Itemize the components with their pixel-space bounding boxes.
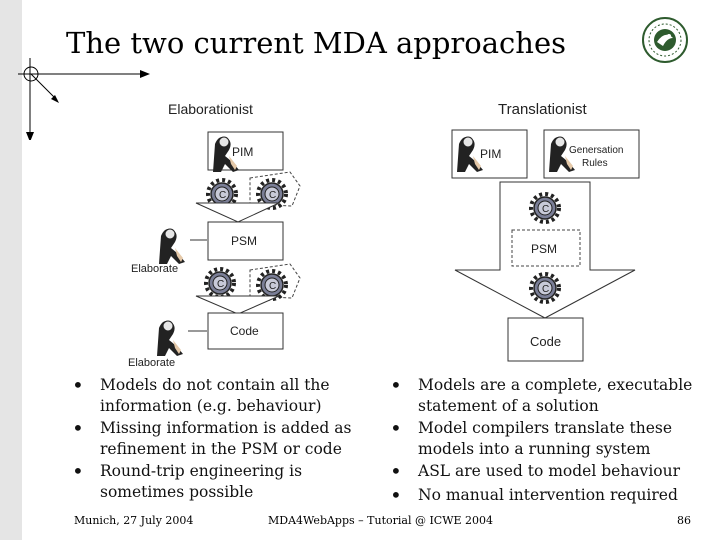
elab-bullet-item: • Missing information is added as refine… bbox=[72, 416, 352, 458]
elaborate-label: Elaborate bbox=[128, 357, 175, 369]
generation-rules-label: Genersation bbox=[569, 145, 623, 156]
trans-code-box bbox=[507, 317, 584, 362]
footer-date: Munich, 27 July 2004 bbox=[74, 514, 194, 527]
bullet-icon: • bbox=[72, 416, 84, 440]
elab-code-box bbox=[207, 312, 284, 350]
trans-bullet-item: • ASL are used to model behaviour bbox=[390, 459, 680, 483]
elab-pim-label: PIM bbox=[232, 145, 253, 159]
gear-icon bbox=[204, 267, 236, 299]
generation-rules-label: Rules bbox=[582, 158, 608, 169]
bullet-icon: • bbox=[390, 416, 402, 440]
transform-arrow bbox=[195, 202, 280, 223]
trans-pim-label: PIM bbox=[480, 147, 501, 161]
elab-code-label: Code bbox=[230, 324, 259, 338]
trans-psm-label: PSM bbox=[531, 242, 557, 256]
human-figure-icon bbox=[158, 228, 186, 265]
trans-code-label: Code bbox=[530, 334, 561, 349]
transform-arrow bbox=[195, 295, 280, 315]
page-number: 86 bbox=[677, 514, 691, 527]
bullet-icon: • bbox=[72, 459, 84, 483]
translationist-heading: Translationist bbox=[498, 101, 587, 118]
bullet-icon: • bbox=[390, 373, 402, 397]
elaborationist-heading: Elaborationist bbox=[168, 101, 253, 117]
trans-bullet-item: • No manual intervention required bbox=[390, 483, 678, 507]
human-figure-icon bbox=[156, 320, 184, 357]
elab-psm-box bbox=[207, 221, 284, 261]
bullet-icon: • bbox=[72, 373, 84, 397]
trans-bullet-item: • Models are a complete, executable stat… bbox=[390, 373, 693, 415]
mda-diagram: C Elaborationist PIM PSM Elaborate Code … bbox=[128, 101, 640, 369]
elaborate-label: Elaborate bbox=[131, 263, 178, 275]
axis-decoration bbox=[18, 58, 150, 140]
elab-bullet-item: • Round-trip engineering is sometimes po… bbox=[72, 459, 303, 501]
slide-title: The two current MDA approaches bbox=[66, 26, 567, 60]
trans-psm-box bbox=[511, 229, 581, 267]
left-margin-bar bbox=[0, 0, 22, 540]
university-seal-icon bbox=[642, 17, 688, 63]
trans-bullet-item: • Model compilers translate these models… bbox=[390, 416, 673, 458]
elab-bullet-item: • Models do not contain all the informat… bbox=[72, 373, 330, 415]
bullet-icon: • bbox=[390, 483, 402, 507]
footer-center: MDA4WebApps – Tutorial @ ICWE 2004 bbox=[268, 514, 494, 527]
bullet-icon: • bbox=[390, 459, 402, 483]
elab-psm-label: PSM bbox=[231, 234, 257, 248]
